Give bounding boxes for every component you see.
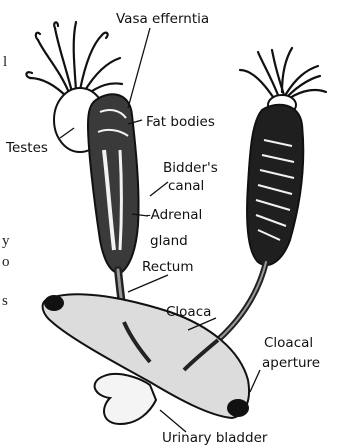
edge-fragment-3: o	[2, 254, 10, 270]
label-vasa-efferentia: Vasa efferntia	[116, 11, 209, 27]
label-cloaca: Cloaca	[166, 304, 211, 320]
right-kidney-shape	[247, 105, 303, 265]
label-cloacal-aperture-line2: aperture	[262, 355, 320, 371]
urinary-bladder-shape	[95, 374, 156, 424]
left-kidney-shape	[88, 94, 139, 272]
edge-fragment-2: y	[2, 233, 10, 249]
edge-fragment-1: l	[3, 54, 7, 70]
label-urinary-bladder: Urinary bladder	[162, 430, 268, 446]
left-fat-body-strands	[26, 22, 122, 98]
label-cloacal-aperture-line1: Cloacal	[264, 335, 313, 351]
edge-fragment-4: s	[2, 293, 8, 309]
label-rectum: Rectum	[142, 259, 194, 275]
right-ureter-duct	[218, 262, 266, 340]
label-bidders-canal-line1: Bidder's	[163, 160, 218, 176]
label-fat-bodies: Fat bodies	[146, 114, 215, 130]
label-adrenal-gland-line2: gland	[150, 233, 188, 249]
right-fat-body-strands	[240, 48, 326, 100]
label-testes: Testes	[5, 140, 48, 156]
label-adrenal-gland-line1: -Adrenal	[146, 207, 202, 223]
label-bidders-canal-line2: canal	[168, 178, 204, 194]
